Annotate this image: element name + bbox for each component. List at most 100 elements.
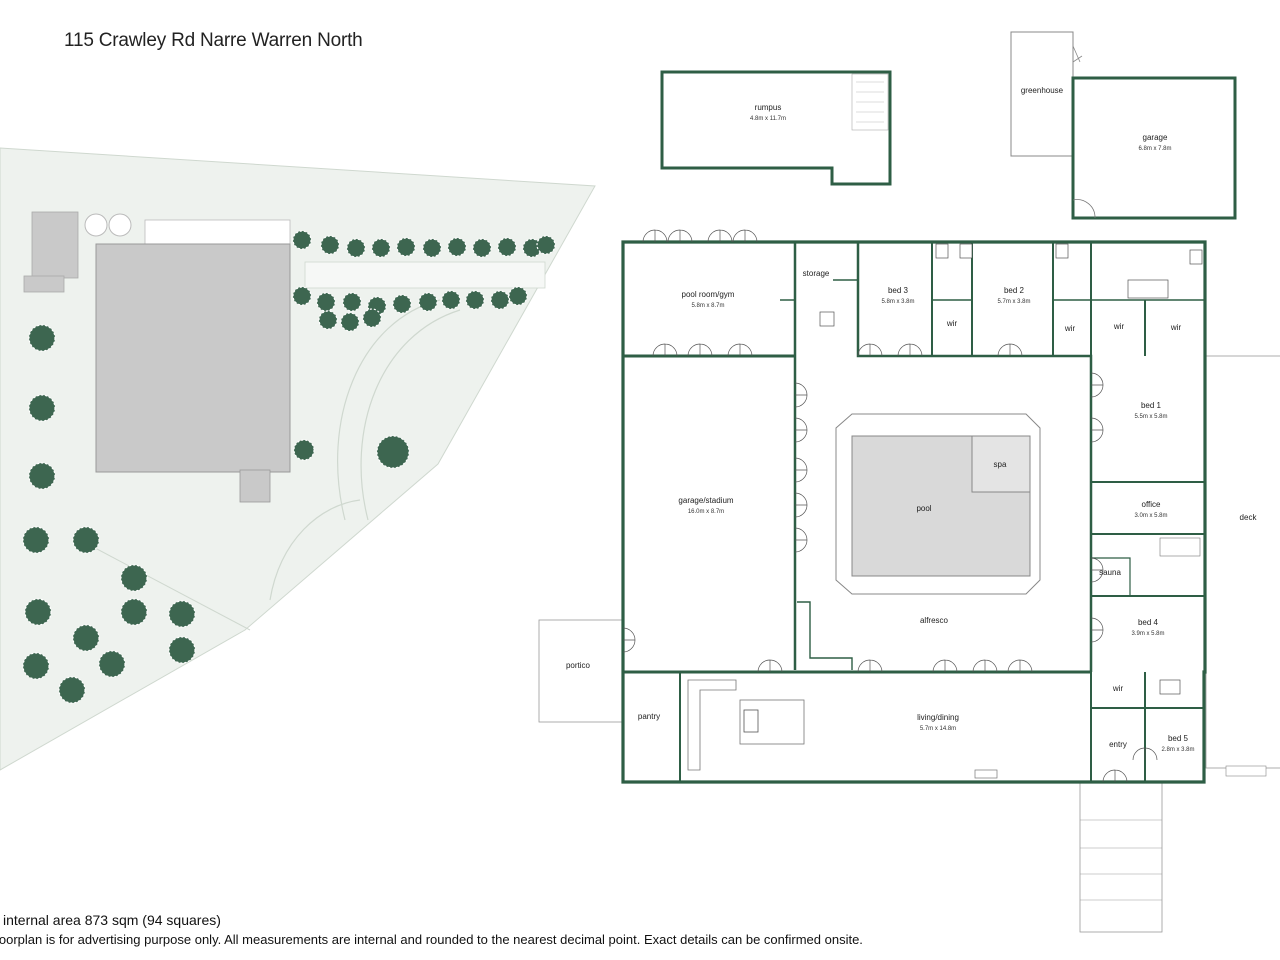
plan-title: 115 Crawley Rd Narre Warren North <box>64 30 363 51</box>
tree-icon <box>376 435 410 469</box>
dim-bed5: 2.8m x 3.8m <box>1161 747 1194 753</box>
house-roof <box>95 243 291 473</box>
site-plan <box>0 147 596 771</box>
door-swing <box>1102 769 1128 783</box>
door-swing <box>794 382 808 408</box>
label-pool-room: pool room/gym <box>682 290 735 299</box>
door-swing <box>622 627 636 653</box>
label-bed5: bed 5 <box>1168 734 1189 743</box>
tree-icon <box>120 564 148 592</box>
door-swing <box>794 457 808 483</box>
tree-icon <box>22 652 50 680</box>
garage-walls <box>1071 76 1237 220</box>
label-living: living/dining <box>917 713 959 722</box>
dim-living: 5.7m x 14.8m <box>920 726 956 732</box>
tree-icon <box>292 230 312 250</box>
label-bed2: bed 2 <box>1004 286 1025 295</box>
label-pool: pool <box>916 504 931 513</box>
door-swing <box>794 492 808 518</box>
tree-icon <box>392 294 412 314</box>
door-swing <box>857 659 883 673</box>
tree-icon <box>472 238 492 258</box>
label-wir-3: wir <box>1113 322 1125 331</box>
room-labels: rumpus 4.8m x 11.7m greenhouse garage 6.… <box>566 86 1257 753</box>
dim-garage: 6.8m x 7.8m <box>1138 146 1171 152</box>
driveway <box>304 261 546 289</box>
tree-icon <box>293 439 315 461</box>
door-swing <box>727 343 753 357</box>
water-tank <box>84 213 108 237</box>
tree-icon <box>465 290 485 310</box>
label-portico: portico <box>566 661 591 670</box>
tree-icon <box>58 676 86 704</box>
label-office: office <box>1142 500 1162 509</box>
door-swing <box>707 229 733 243</box>
deck-area <box>1205 355 1280 769</box>
tree-icon <box>316 292 336 312</box>
label-garage-stadium: garage/stadium <box>678 496 733 505</box>
door-swing <box>997 343 1023 357</box>
door-swing <box>642 229 668 243</box>
outbuildings <box>660 31 1237 220</box>
door-swing <box>972 659 998 673</box>
tree-icon <box>441 290 461 310</box>
label-wir-4: wir <box>1170 323 1182 332</box>
door-swing <box>1090 617 1104 643</box>
tree-icon <box>422 238 442 258</box>
tree-icon <box>497 237 517 257</box>
tree-icon <box>318 310 338 330</box>
label-wir-5: wir <box>1112 684 1124 693</box>
door-swing <box>732 229 758 243</box>
tree-icon <box>72 624 100 652</box>
tree-icon <box>168 600 196 628</box>
tree-icon <box>342 292 362 312</box>
label-greenhouse: greenhouse <box>1021 86 1064 95</box>
cooktop <box>743 709 759 733</box>
tree-icon <box>447 237 467 257</box>
label-sauna: sauna <box>1099 568 1121 577</box>
label-rumpus: rumpus <box>755 103 782 112</box>
door-swings <box>622 229 1158 783</box>
tree-icon <box>72 526 100 554</box>
label-alfresco: alfresco <box>920 616 949 625</box>
tree-icon <box>362 308 382 328</box>
label-storage: storage <box>803 269 830 278</box>
dim-rumpus: 4.8m x 11.7m <box>750 116 786 122</box>
label-wir-1: wir <box>946 319 958 328</box>
driveway-curve <box>337 299 441 521</box>
label-spa: spa <box>994 460 1007 469</box>
label-bed4: bed 4 <box>1138 618 1159 627</box>
label-bed3: bed 3 <box>888 286 909 295</box>
tree-icon <box>24 598 52 626</box>
door-swing <box>1007 659 1033 673</box>
tree-icon <box>371 238 391 258</box>
tree-icon <box>120 598 148 626</box>
rumpus-walls <box>660 70 892 186</box>
door-swing <box>1090 417 1104 443</box>
spa <box>971 435 1031 493</box>
tree-icon <box>28 394 56 422</box>
door-swing <box>932 659 958 673</box>
greenhouse-walls <box>1010 31 1074 157</box>
dim-bed2: 5.7m x 3.8m <box>997 299 1030 305</box>
label-pantry: pantry <box>638 712 660 721</box>
label-garage: garage <box>1143 133 1168 142</box>
internal-area-note: l internal area 873 sqm (94 squares) <box>0 912 221 928</box>
tree-icon <box>490 290 510 310</box>
main-house <box>538 229 1280 933</box>
door-swing <box>857 343 883 357</box>
door-swing <box>1090 557 1104 583</box>
tree-icon <box>346 238 366 258</box>
tree-icon <box>292 286 312 306</box>
tree-icon <box>168 636 196 664</box>
dim-bed3: 5.8m x 3.8m <box>881 299 914 305</box>
door-swing <box>652 343 678 357</box>
tree-icon <box>536 235 556 255</box>
site-trees <box>22 230 556 704</box>
door-swing <box>794 417 808 443</box>
water-tank <box>108 213 132 237</box>
door-swing <box>757 659 783 673</box>
tree-icon <box>396 237 416 257</box>
door-swing <box>897 343 923 357</box>
portico-area <box>538 619 624 723</box>
